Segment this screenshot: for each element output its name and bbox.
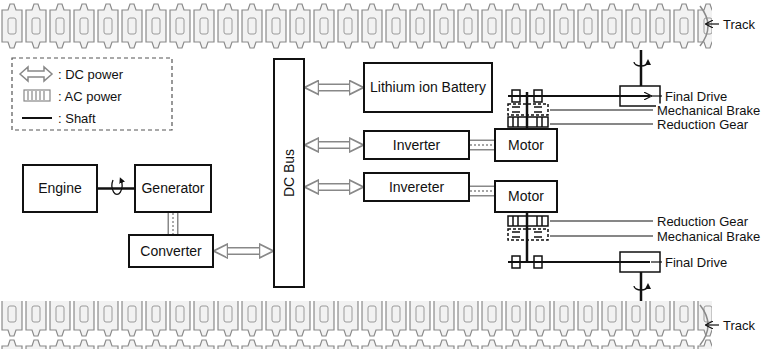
ac-line xyxy=(470,187,494,195)
part-label: Mechanical Brake xyxy=(656,230,761,243)
ac-line xyxy=(470,140,494,151)
part-label: Track xyxy=(722,319,756,332)
shaft-connector xyxy=(98,188,134,189)
component-name: Lithium ion Battery xyxy=(370,79,486,95)
component-box: Motor xyxy=(494,128,558,162)
legend-entry: : Shaft xyxy=(58,112,96,125)
component-name: Motor xyxy=(508,137,544,153)
dc-line xyxy=(314,185,354,190)
component-box: Converter xyxy=(128,234,214,268)
ac-connector xyxy=(470,191,494,192)
legend-dc-sample xyxy=(20,67,52,81)
component-box: Generator xyxy=(134,164,212,213)
component-name: Generator xyxy=(141,180,204,196)
dc-connector xyxy=(306,187,362,188)
component-box: Invereter xyxy=(363,172,470,202)
legend-entry: : AC power xyxy=(58,90,122,103)
part-label: Track xyxy=(722,18,756,31)
bus-bar: DC Bus xyxy=(273,58,305,288)
legend-frame xyxy=(12,58,172,130)
dc-arrowhead xyxy=(306,145,362,146)
component-box: Lithium ion Battery xyxy=(363,62,493,113)
dc-line xyxy=(314,85,354,90)
component-name: DC Bus xyxy=(281,149,297,197)
legend-shaft-sample xyxy=(22,117,52,119)
drive-train-bottom xyxy=(508,213,660,301)
part-label: Mechanical Brake xyxy=(656,104,761,117)
track-bottom xyxy=(0,301,712,349)
dc-line xyxy=(223,247,264,255)
legend-entry: : DC power xyxy=(58,68,123,81)
component-box: Inverter xyxy=(363,130,470,160)
ac-line xyxy=(470,190,494,191)
drive-train-top xyxy=(508,50,660,128)
dc-connector xyxy=(306,145,362,146)
component-name: Engine xyxy=(38,180,82,196)
component-box: Motor xyxy=(494,180,558,213)
dc-line xyxy=(314,143,354,148)
leader-lines xyxy=(550,24,719,325)
dc-line xyxy=(314,141,354,149)
legend-ac-sample xyxy=(24,90,50,101)
dc-arrowhead xyxy=(215,251,272,252)
part-label: Final Drive xyxy=(664,90,728,103)
ac-line xyxy=(470,144,494,145)
shaft-line xyxy=(98,187,134,190)
component-name: Converter xyxy=(140,243,201,259)
dc-line xyxy=(314,84,354,92)
component-name: Inverter xyxy=(393,137,440,153)
ac-connector xyxy=(173,213,174,234)
ac-line xyxy=(168,213,179,234)
component-name: Motor xyxy=(508,188,544,204)
component-box: Engine xyxy=(22,164,98,213)
dc-arrowhead xyxy=(306,87,362,88)
dc-line xyxy=(314,183,354,191)
rotation-symbol xyxy=(112,180,122,194)
part-label: Final Drive xyxy=(664,256,728,269)
part-label: Reduction Gear xyxy=(656,215,749,228)
ac-line xyxy=(172,213,173,234)
track-top xyxy=(0,2,712,50)
component-name: Invereter xyxy=(389,179,444,195)
ac-line xyxy=(169,213,177,234)
dc-line xyxy=(223,249,264,254)
dc-connector xyxy=(215,251,272,252)
part-label: Reduction Gear xyxy=(656,118,749,131)
ac-connector xyxy=(470,145,494,146)
dc-connector xyxy=(306,87,362,88)
ac-line xyxy=(470,141,494,149)
ac-line xyxy=(470,186,494,197)
dc-arrowhead xyxy=(306,187,362,188)
